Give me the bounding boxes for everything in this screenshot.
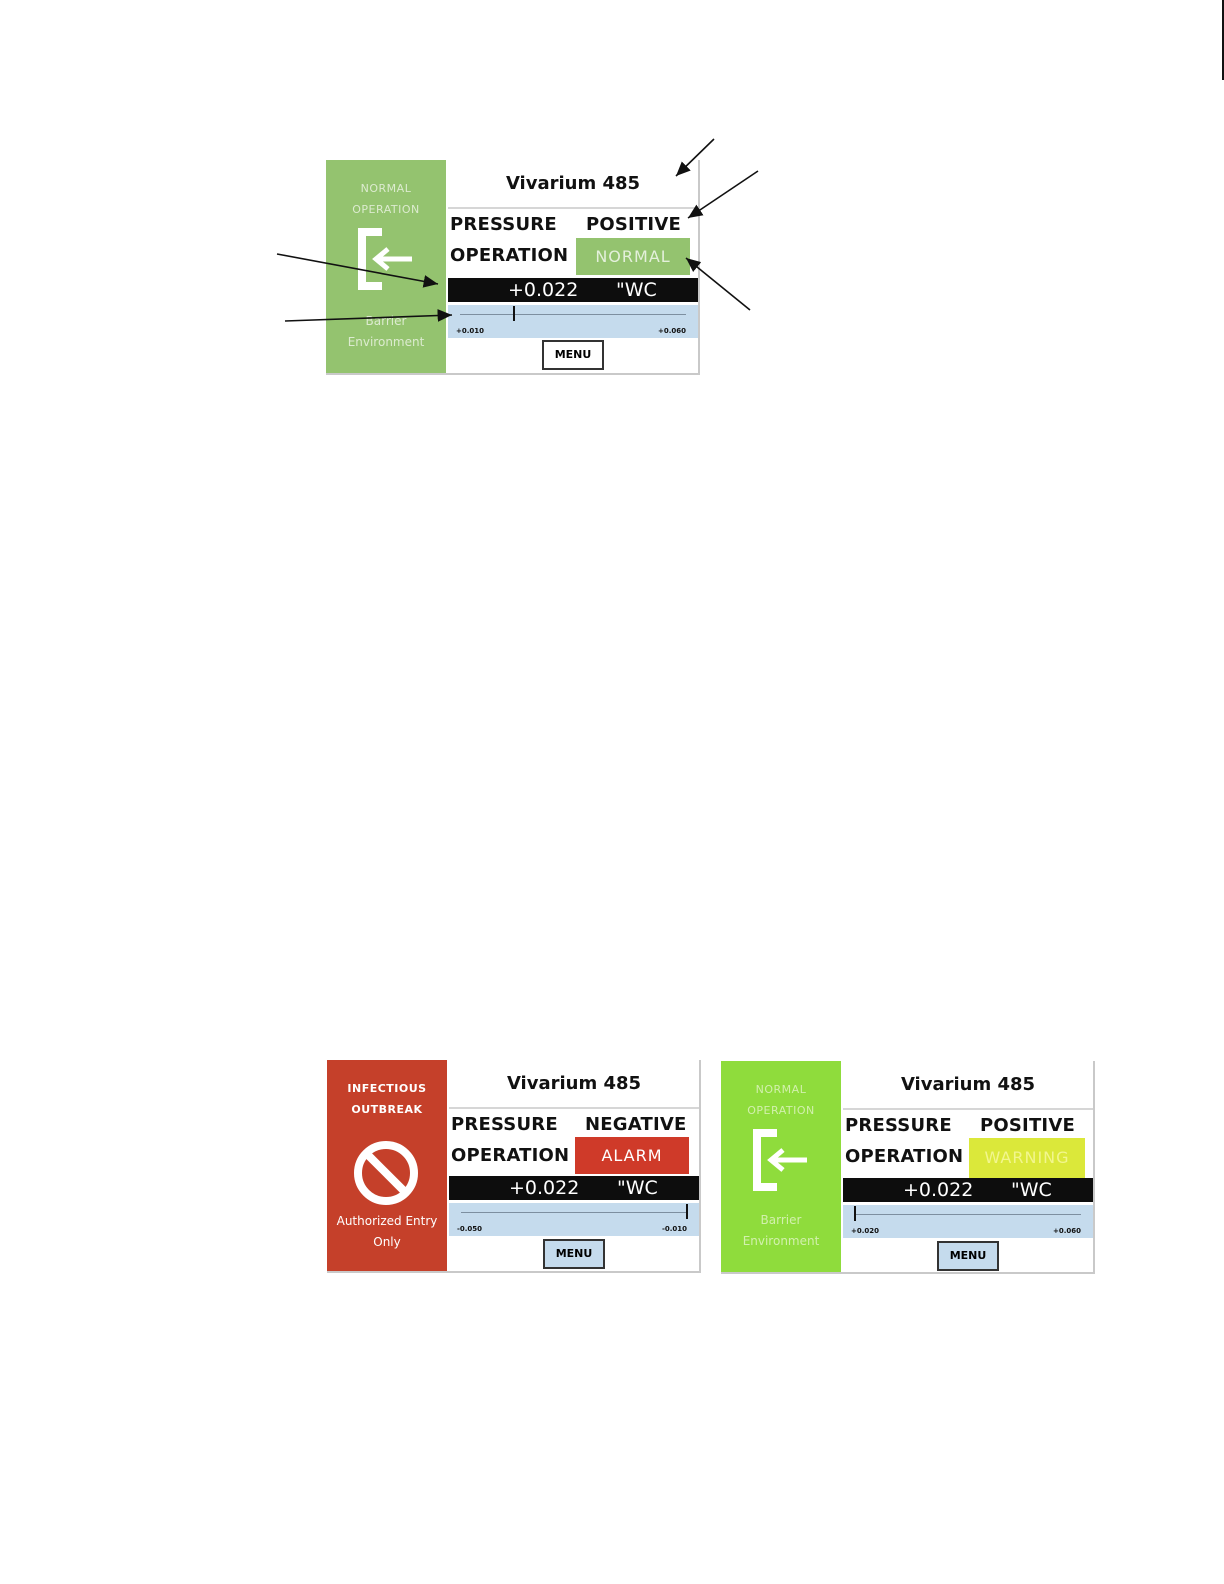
pressure-label: PRESSURE [450, 214, 557, 235]
scale-marker [854, 1206, 856, 1221]
pressure-scale: +0.020 +0.060 [843, 1205, 1093, 1238]
scale-max: +0.060 [1052, 1227, 1081, 1235]
room-title: Vivarium 485 [448, 160, 698, 209]
scale-track [461, 1212, 687, 1213]
callout-arrow-mode [687, 170, 759, 219]
scale-max: -0.010 [661, 1225, 687, 1233]
sidebar-heading: INFECTIOUS OUTBREAK [347, 1082, 427, 1116]
pressure-readout: +0.022 "WC [843, 1178, 1093, 1202]
panel-main: Vivarium 485 PRESSURE POSITIVE OPERATION… [448, 160, 698, 373]
room-title: Vivarium 485 [843, 1061, 1093, 1110]
pressure-unit: "WC [617, 1177, 658, 1199]
panel-main: Vivarium 485 PRESSURE NEGATIVE OPERATION… [449, 1060, 699, 1271]
panel-main: Vivarium 485 PRESSURE POSITIVE OPERATION… [843, 1061, 1093, 1272]
menu-button[interactable]: MENU [543, 1239, 605, 1269]
callout-arrow-title [675, 138, 715, 177]
pressure-unit: "WC [616, 279, 657, 301]
menu-button[interactable]: MENU [937, 1241, 999, 1271]
scale-min: -0.050 [457, 1225, 483, 1233]
status-sidebar: INFECTIOUS OUTBREAK Authorized Entry Onl… [327, 1060, 447, 1271]
scale-marker [686, 1204, 688, 1219]
room-title: Vivarium 485 [449, 1060, 699, 1109]
scale-track [855, 1214, 1081, 1215]
pressure-value: +0.022 [508, 279, 579, 301]
pressure-scale: +0.010 +0.060 [448, 305, 698, 338]
scale-min: +0.020 [851, 1227, 880, 1235]
operation-label: OPERATION [451, 1145, 570, 1166]
no-entry-icon [354, 1141, 418, 1205]
operation-label: OPERATION [450, 245, 569, 266]
menu-button[interactable]: MENU [542, 340, 604, 370]
status-badge: NORMAL [576, 238, 690, 275]
pressure-value: +0.022 [903, 1179, 974, 1201]
pressure-unit: "WC [1011, 1179, 1052, 1201]
pressure-readout: +0.022 "WC [448, 278, 698, 302]
mode-label: POSITIVE [980, 1115, 1075, 1136]
status-sidebar: NORMAL OPERATION Barrier Environment [721, 1061, 841, 1272]
callout-arrows [276, 138, 759, 322]
scale-min: +0.010 [456, 327, 485, 335]
sidebar-heading: NORMAL OPERATION [352, 182, 420, 216]
mode-label: POSITIVE [586, 214, 681, 235]
mode-label: NEGATIVE [585, 1114, 687, 1135]
status-badge: ALARM [575, 1137, 689, 1174]
door-enter-icon [358, 228, 412, 290]
door-enter-icon [753, 1129, 807, 1191]
scale-max: +0.060 [657, 327, 686, 335]
operation-label: OPERATION [845, 1146, 964, 1167]
sidebar-heading: NORMAL OPERATION [747, 1083, 815, 1117]
display-panel-warning: NORMAL OPERATION Barrier Environment Viv… [721, 1061, 1095, 1274]
scale-track [460, 314, 686, 315]
pressure-scale: -0.050 -0.010 [449, 1203, 699, 1236]
pressure-readout: +0.022 "WC [449, 1176, 699, 1200]
pressure-label: PRESSURE [451, 1114, 558, 1135]
callout-arrow-status [685, 257, 751, 311]
scale-marker [513, 306, 516, 321]
callout-arrow-scale [284, 309, 453, 322]
display-panel-alarm: INFECTIOUS OUTBREAK Authorized Entry Onl… [327, 1060, 701, 1273]
pressure-value: +0.022 [509, 1177, 580, 1199]
page-edge-line [1222, 0, 1224, 80]
status-badge: WARNING [969, 1138, 1085, 1178]
sidebar-subtext: Barrier Environment [742, 1213, 820, 1248]
pressure-label: PRESSURE [845, 1115, 952, 1136]
sidebar-subtext: Authorized Entry Only [336, 1214, 438, 1249]
callout-arrow-readout [276, 253, 439, 288]
